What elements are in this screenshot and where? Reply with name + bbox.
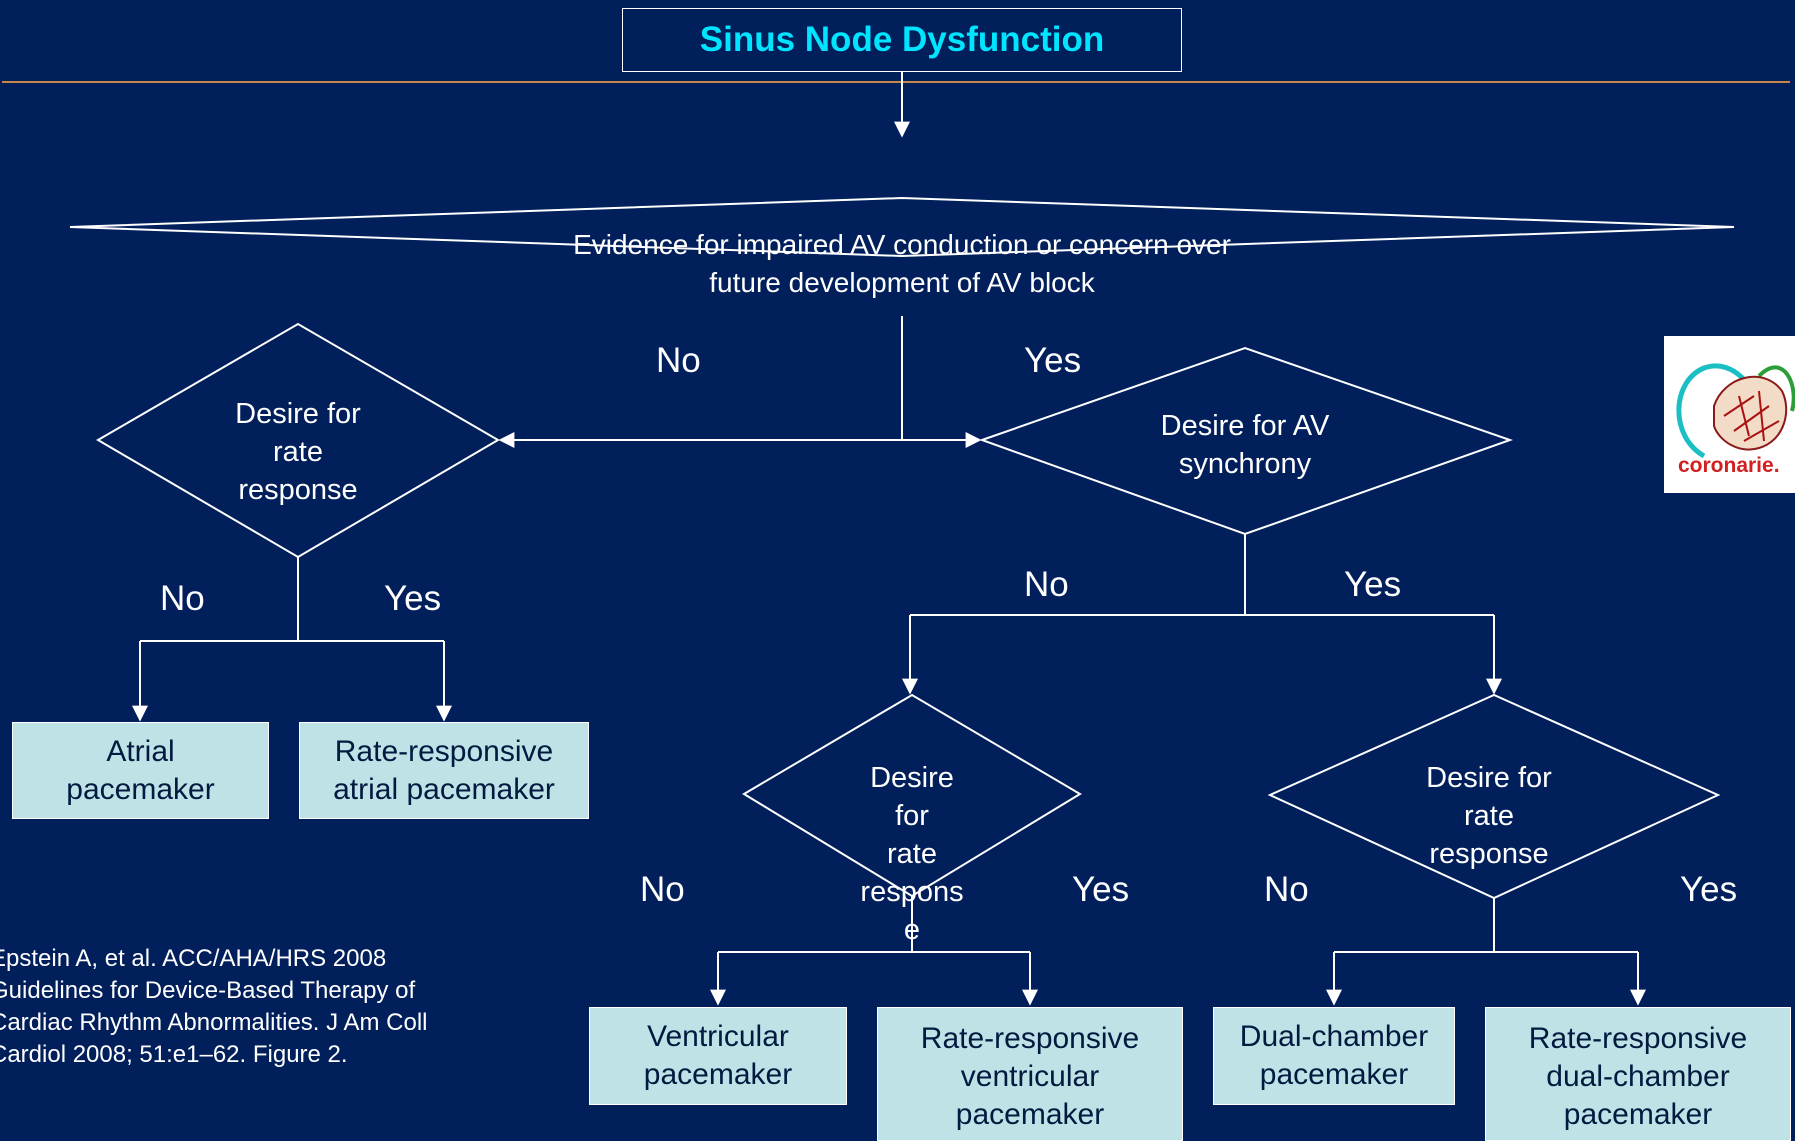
label-no-av-sync: No [1024,565,1069,604]
left-rate-diamond [96,322,500,559]
outcome-ventricular-pacemaker: Ventricular pacemaker [589,1007,847,1105]
outcome-dual-chamber-pacemaker: Dual-chamber pacemaker [1213,1007,1455,1105]
logo-text: coronarie. [1678,454,1780,477]
mid-rate-text: Desire for rate respons e [860,762,964,946]
citation: Epstein A, et al. ACC/AHA/HRS 2008 Guide… [0,945,428,1068]
mid-rate-diamond [742,693,1082,898]
label-yes-mid-rate: Yes [1072,870,1130,909]
label-yes-av-sync: Yes [1344,565,1402,604]
av-sync-diamond [979,346,1514,536]
outcome-rate-responsive-ventricular: Rate-responsive ventricular pacemaker [877,1007,1183,1141]
av-question-text: Evidence for impaired AV conduction or c… [573,229,1231,298]
av-sync-text: Desire for AV synchrony [1160,410,1330,480]
right-rate-text: Desire for rate response [1426,762,1552,870]
label-no-left-rate: No [160,579,205,618]
coronarie-logo: coronarie. [1664,336,1795,493]
av-question-diamond [69,196,1735,258]
label-yes-left-rate: Yes [384,579,442,618]
outcome-atrial-pacemaker: Atrial pacemaker [12,722,269,819]
heart-logo-icon [1676,363,1795,459]
label-no-mid-rate: No [640,870,685,909]
left-rate-text: Desire for rate response [235,398,361,506]
label-no-right-rate: No [1264,870,1309,909]
outcome-rate-responsive-atrial: Rate-responsive atrial pacemaker [299,722,589,819]
title-box: Sinus Node Dysfunction [622,8,1182,72]
right-rate-diamond [1267,693,1721,900]
label-yes-av: Yes [1024,341,1082,380]
page-title: Sinus Node Dysfunction [699,20,1105,59]
label-yes-right-rate: Yes [1680,870,1738,909]
label-no-av: No [656,341,701,380]
outcome-rate-responsive-dual-chamber: Rate-responsive dual-chamber pacemaker [1485,1007,1791,1141]
